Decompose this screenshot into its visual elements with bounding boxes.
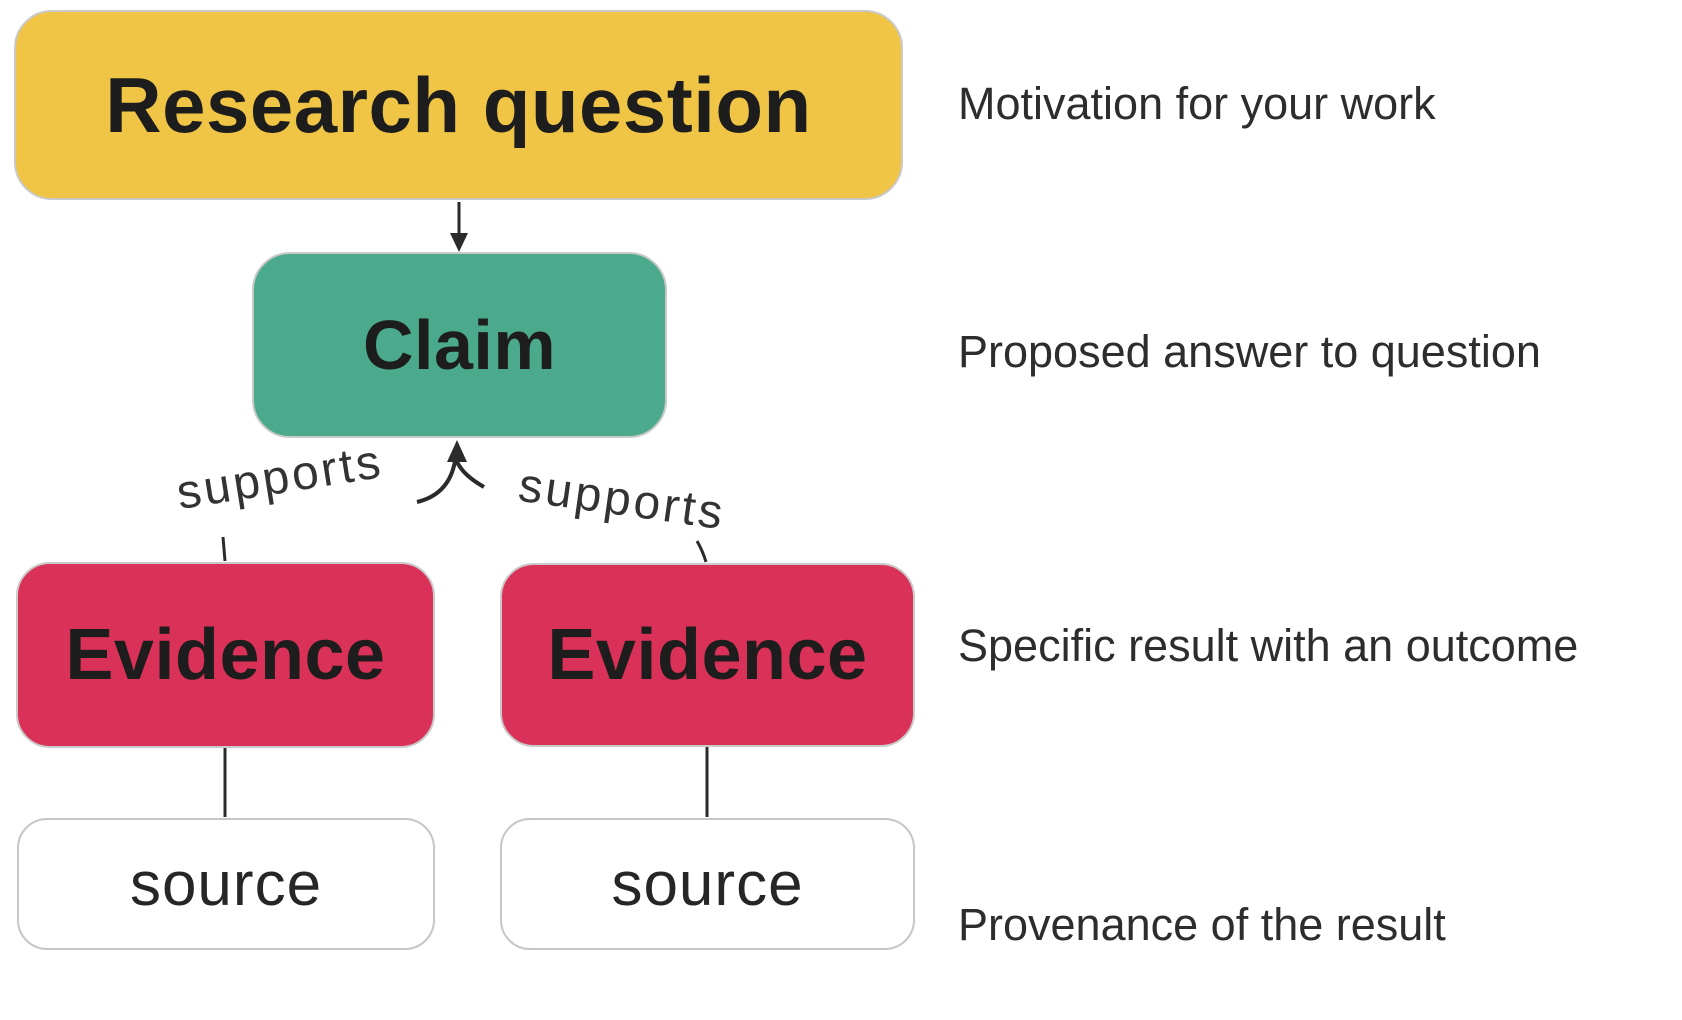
edge-supports-right-stub	[695, 540, 708, 563]
edge-label-supports-left: supports	[172, 435, 387, 520]
arrowhead-supports-icon	[447, 440, 467, 462]
annotation-claim: Proposed answer to question	[958, 326, 1541, 377]
node-research-question: Research question	[14, 10, 903, 200]
node-evidence-right: Evidence	[500, 563, 915, 747]
node-research-question-label: Research question	[105, 60, 812, 149]
node-claim-label: Claim	[362, 306, 557, 384]
edge-supports-left-stub	[221, 536, 227, 562]
edge-supports-left-curve	[416, 460, 457, 504]
node-evidence-left-label: Evidence	[65, 615, 386, 695]
node-source-left: source	[17, 818, 435, 950]
annotation-research-question: Motivation for your work	[958, 78, 1436, 129]
node-evidence-right-label: Evidence	[547, 615, 868, 695]
annotation-evidence: Specific result with an outcome	[958, 620, 1579, 671]
arrowhead-research-to-claim-icon	[450, 233, 468, 252]
annotation-source: Provenance of the result	[958, 899, 1446, 950]
node-evidence-left: Evidence	[16, 562, 435, 748]
node-claim: Claim	[252, 252, 667, 438]
node-source-right: source	[500, 818, 915, 950]
node-source-left-label: source	[129, 849, 323, 919]
node-source-right-label: source	[611, 849, 804, 919]
edge-label-supports-right: supports	[515, 458, 729, 541]
edge-supports-right-curve	[454, 459, 485, 489]
